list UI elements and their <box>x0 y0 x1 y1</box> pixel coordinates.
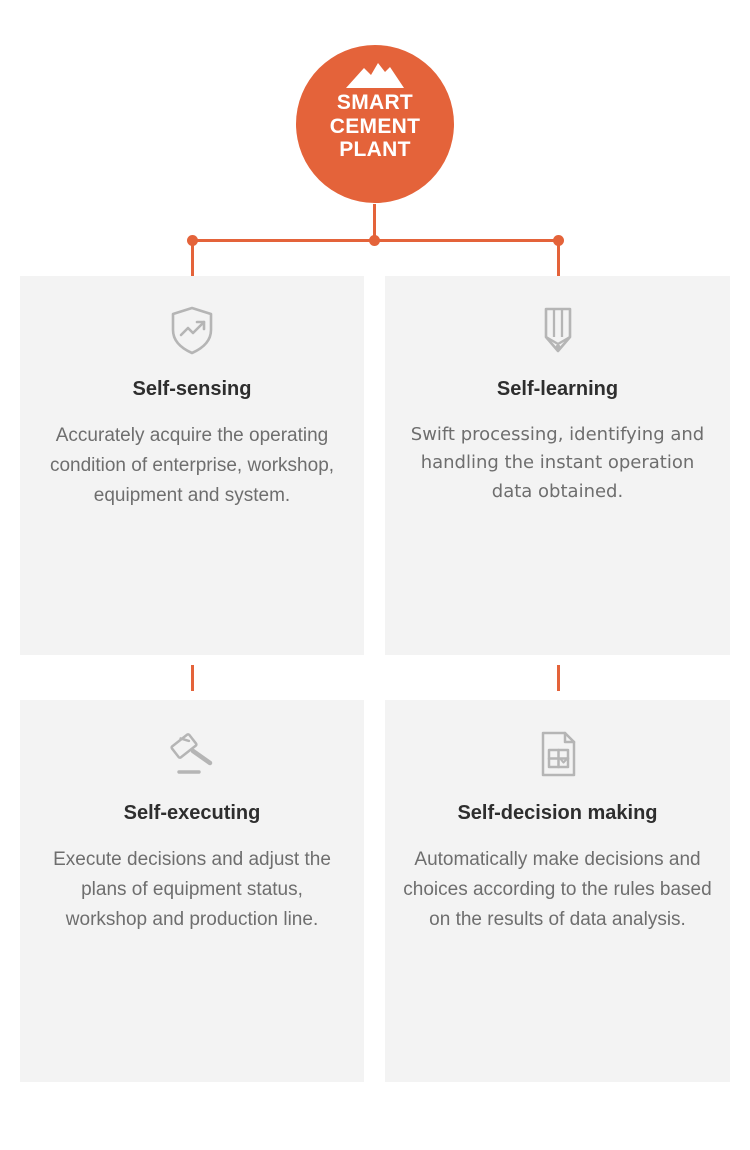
card-title: Self-executing <box>123 802 261 824</box>
card-title: Self-sensing <box>132 378 252 400</box>
card-body: Execute decisions and adjust the plans o… <box>53 849 331 931</box>
document-table-check-icon <box>541 731 575 777</box>
card-self-decision-making[interactable]: Self-decision making Automatically make … <box>385 700 730 1082</box>
hub-section: SMART CEMENT PLANT <box>0 0 750 215</box>
smart-cement-plant-hub: SMART CEMENT PLANT <box>296 45 454 203</box>
connector-dot-left <box>187 235 198 246</box>
connector-tree <box>0 200 750 280</box>
connector-drop-right <box>557 242 560 276</box>
connector-dot-middle <box>369 235 380 246</box>
hub-title: SMART CEMENT PLANT <box>329 91 421 162</box>
connector-drop-row2-left <box>191 665 194 691</box>
card-self-executing[interactable]: Self-executing Execute decisions and adj… <box>20 700 364 1082</box>
connector-stem-top <box>373 204 376 240</box>
gavel-icon <box>170 733 213 774</box>
shield-trend-icon <box>171 306 213 355</box>
connector-drop-left <box>191 242 194 276</box>
card-title: Self-decision making <box>457 802 658 824</box>
card-title: Self-learning <box>496 378 619 400</box>
card-self-learning[interactable]: Self-learning Swift processing, identify… <box>385 276 730 655</box>
card-body: Automatically make decisions and choices… <box>403 849 712 931</box>
card-body: Accurately acquire the operating conditi… <box>49 425 335 507</box>
card-body: Swift processing, identifying and handli… <box>410 424 705 502</box>
connector-dot-right <box>553 235 564 246</box>
connector-drop-row2-right <box>557 665 560 691</box>
card-self-sensing[interactable]: Self-sensing Accurately acquire the oper… <box>20 276 364 655</box>
connector-row-links <box>0 655 750 700</box>
pencil-icon <box>544 307 571 353</box>
mountain-icon <box>346 63 404 88</box>
